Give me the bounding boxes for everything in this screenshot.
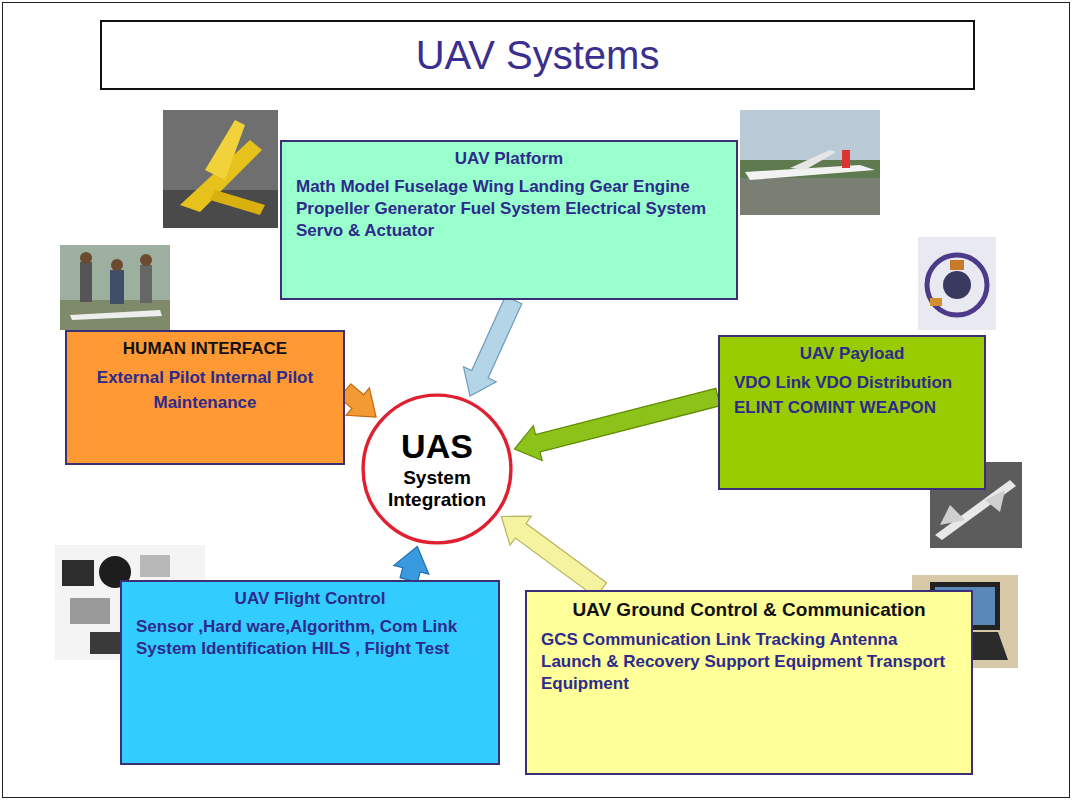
node-body: External Pilot Internal Pilot Maintenanc… xyxy=(81,366,329,415)
node-heading: UAV Payload xyxy=(734,343,970,365)
block-arrow xyxy=(501,516,606,597)
flight-control-box: UAV Flight ControlSensor ,Hard ware,Algo… xyxy=(120,580,500,765)
yellow-drone-photo xyxy=(163,110,278,228)
node-body: Sensor ,Hard ware,Algorithm, Com Link Sy… xyxy=(136,616,484,660)
node-heading: UAS xyxy=(401,426,473,467)
node-heading: UAV Ground Control & Communication xyxy=(541,598,957,623)
node-heading: UAV Flight Control xyxy=(136,588,484,610)
node-body: GCS Communication Link Tracking Antenna … xyxy=(541,629,957,695)
diagram-title: UAV Systems xyxy=(416,33,660,78)
node-heading: HUMAN INTERFACE xyxy=(81,338,329,360)
node-body: Math Model Fuselage Wing Landing Gear En… xyxy=(296,176,722,242)
gimbal-camera-photo xyxy=(918,237,996,330)
integration-circle: UASSystem Integration xyxy=(360,392,514,546)
payload-box: UAV PayloadVDO Link VDO Distribution ELI… xyxy=(718,335,986,490)
title-box: UAV Systems xyxy=(100,20,975,90)
white-uav-photo xyxy=(740,110,880,215)
block-arrow xyxy=(464,296,522,396)
node-body: VDO Link VDO Distribution ELINT COMINT W… xyxy=(734,371,970,420)
block-arrow xyxy=(515,388,721,460)
human-interface-box: HUMAN INTERFACE External Pilot Internal P… xyxy=(65,330,345,465)
block-arrow xyxy=(394,547,429,583)
platform-box: UAV PlatformMath Model Fuselage Wing Lan… xyxy=(280,140,738,300)
launch-crew-photo xyxy=(60,245,170,330)
ground-control-box: UAV Ground Control & CommunicationGCS Co… xyxy=(525,590,973,775)
node-heading: UAV Platform xyxy=(296,148,722,170)
node-body: System Integration xyxy=(385,467,490,513)
